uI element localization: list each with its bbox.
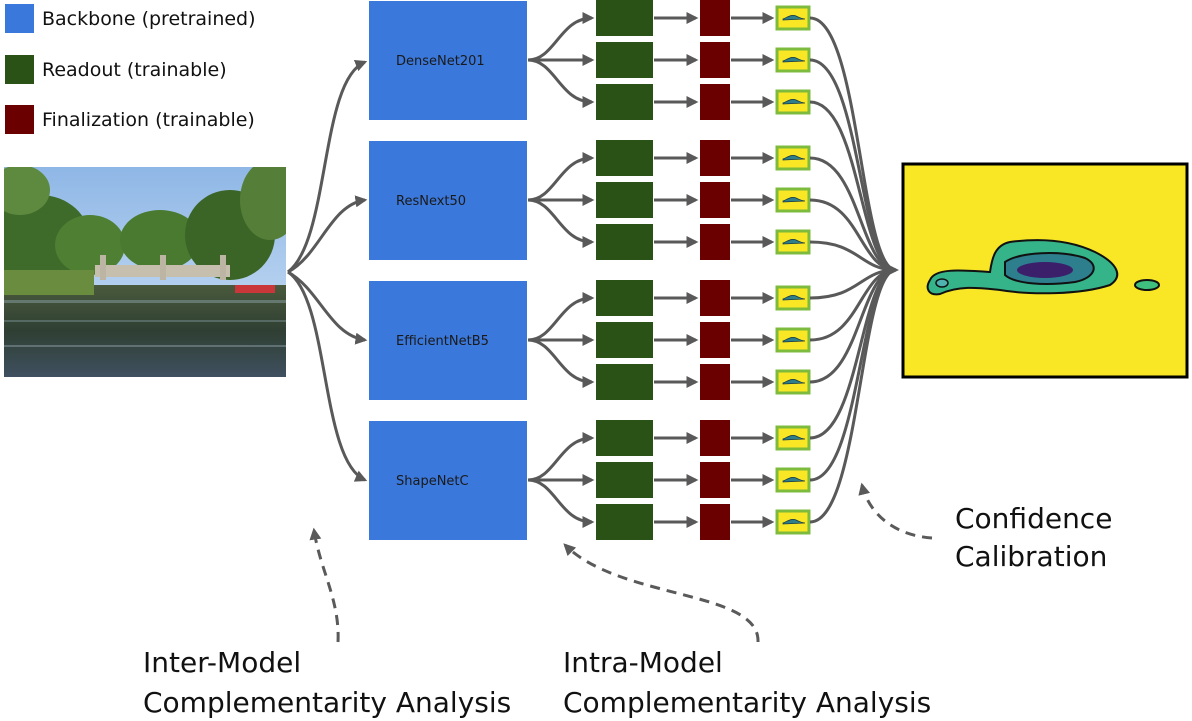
finalization-block-densenet201-3 [700,84,730,120]
finalization-block-resnext50-2 [700,182,730,218]
mini-saliency-map-icon [775,47,811,73]
backbone-efficientnetb5 [369,281,527,400]
readout-swatch [5,55,34,84]
readout-block-resnext50-3 [596,224,653,260]
mini-saliency-map-icon [775,145,811,171]
backbone-to-readout-arrow [527,198,595,248]
annotation-arrows [309,482,933,643]
map-to-calibration-arrow [809,198,899,276]
image-to-backbone-arrows [287,60,368,482]
readout-block-densenet201-2 [596,42,653,78]
caption-inter-model: Inter-Model Complementarity Analysis [143,646,511,719]
legend-item-readout: Readout (trainable) [5,55,227,84]
legend-item-finalization: Finalization (trainable) [5,105,255,134]
input-image [4,167,286,377]
legend-backbone-label: Backbone (pretrained) [42,8,256,30]
mini-saliency-map-icon [775,509,811,535]
readout-block-efficientnetb5-3 [596,364,653,400]
finalization-block-densenet201-1 [700,0,730,36]
backbone-to-readout-arrow [527,152,595,202]
readout-block-resnext50-1 [596,140,653,176]
intra-model-line2: Complementarity Analysis [563,686,931,719]
mini-saliency-map-icon [775,467,811,493]
finalization-block-efficientnetb5-2 [700,322,730,358]
map-to-calibration-arrow [809,100,899,276]
readout-block-resnext50-2 [596,182,653,218]
model-label-densenet201: DenseNet201 [396,54,485,69]
pipelines [527,0,899,540]
mini-saliency-map-icon [775,89,811,115]
model-label-resnext50: ResNext50 [396,194,466,209]
finalization-swatch [5,105,34,134]
final-saliency-map [901,162,1189,379]
finalization-block-shapenetc-1 [700,420,730,456]
mini-saliency-map-icon [775,425,811,451]
model-label-shapenetc: ShapeNetC [396,474,469,489]
mini-saliency-map-icon [775,229,811,255]
backbone-to-readout-arrow [527,338,595,388]
calibration-line1: Confidence [955,502,1112,535]
readout-block-shapenetc-1 [596,420,653,456]
mini-saliency-map-icon [775,5,811,31]
inter-model-line2: Complementarity Analysis [143,686,511,719]
map-to-calibration-arrow [809,156,899,276]
caption-intra-model: Intra-Model Complementarity Analysis [563,646,931,719]
legend-finalization-label: Finalization (trainable) [42,109,255,131]
backbone-blocks: DenseNet201 ResNext50 EfficientNetB5 Sha… [369,1,527,540]
mini-saliency-map-icon [775,285,811,311]
readout-block-shapenetc-2 [596,462,653,498]
intra-model-line1: Intra-Model [563,646,723,679]
backbone-to-readout-arrow [527,292,595,342]
backbone-to-readout-arrow [527,432,595,482]
readout-block-efficientnetb5-1 [596,280,653,316]
map-to-calibration-arrow [809,264,899,440]
finalization-block-shapenetc-3 [700,504,730,540]
readout-block-shapenetc-3 [596,504,653,540]
finalization-block-shapenetc-2 [700,462,730,498]
backbone-swatch [5,4,34,33]
legend-readout-label: Readout (trainable) [42,59,227,81]
finalization-block-efficientnetb5-3 [700,364,730,400]
map-to-calibration-arrow [809,240,899,276]
backbone-shapenetc [369,421,527,540]
backbone-densenet201 [369,1,527,120]
legend: Backbone (pretrained) Readout (trainable… [5,4,256,134]
calibration-line2: Calibration [955,540,1107,573]
finalization-block-resnext50-1 [700,140,730,176]
backbone-resnext50 [369,141,527,260]
backbone-to-readout-arrow [527,12,595,62]
saliency-heatmap-icon [926,239,1160,296]
finalization-block-resnext50-3 [700,224,730,260]
mini-saliency-map-icon [775,327,811,353]
inter-model-line1: Inter-Model [143,646,301,679]
legend-item-backbone: Backbone (pretrained) [5,4,256,33]
backbone-to-readout-arrow [527,478,595,528]
caption-calibration: Confidence Calibration [955,502,1112,573]
map-to-calibration-arrow [809,264,899,524]
backbone-to-readout-arrow [527,58,595,108]
model-label-efficientnetb5: EfficientNetB5 [396,334,489,349]
finalization-block-efficientnetb5-1 [700,280,730,316]
finalization-block-densenet201-2 [700,42,730,78]
readout-block-efficientnetb5-2 [596,322,653,358]
mini-saliency-map-icon [775,187,811,213]
mini-saliency-map-icon [775,369,811,395]
readout-block-densenet201-1 [596,0,653,36]
readout-block-densenet201-3 [596,84,653,120]
